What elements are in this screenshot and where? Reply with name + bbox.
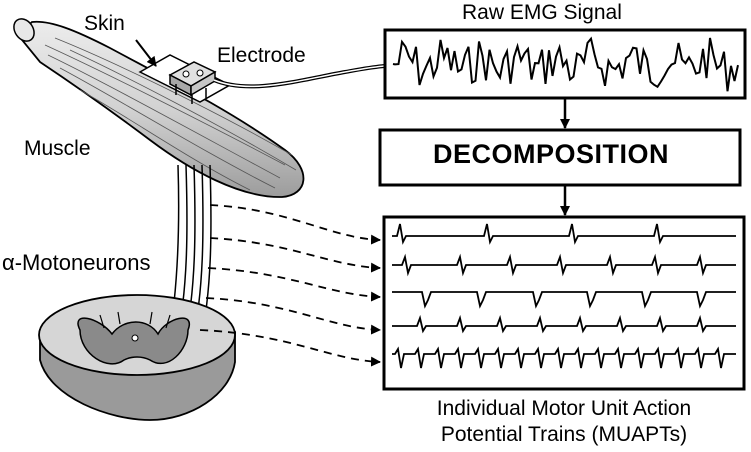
raw-emg-title: Raw EMG Signal [462,1,622,24]
skin-label: Skin [84,12,125,35]
muapt-traces [392,223,736,369]
muapt-trace-5 [392,346,736,369]
motoneurons-label: α-Motoneurons [2,250,151,275]
muapt-trace-4 [392,314,736,334]
dashed-connector-1 [209,204,381,245]
dashed-connector-5 [199,329,381,367]
dashed-connector-2 [209,237,381,273]
dashed-connector-3 [207,267,381,302]
muapt-caption-line2: Potential Trains (MUAPTs) [440,423,688,446]
raw-emg-waveform [392,36,739,92]
electrode-label: Electrode [217,44,306,67]
muapt-trace-2 [392,253,736,277]
muscle-illustration [13,18,305,198]
muapt-caption-line1: Individual Motor Unit Action [436,397,692,420]
dashed-connectors [199,204,381,367]
spinal-cord-illustration [38,294,236,421]
dashed-connector-4 [205,297,381,335]
muscle-label: Muscle [24,137,91,160]
muapt-trace-1 [392,223,736,245]
skin-pointer-arrow [135,39,157,67]
muapt-box [382,215,746,391]
decomposition-title: DECOMPOSITION [432,139,669,169]
muapt-trace-3 [392,291,736,309]
electrode-icon [168,61,217,104]
decomposition-box [378,128,742,187]
